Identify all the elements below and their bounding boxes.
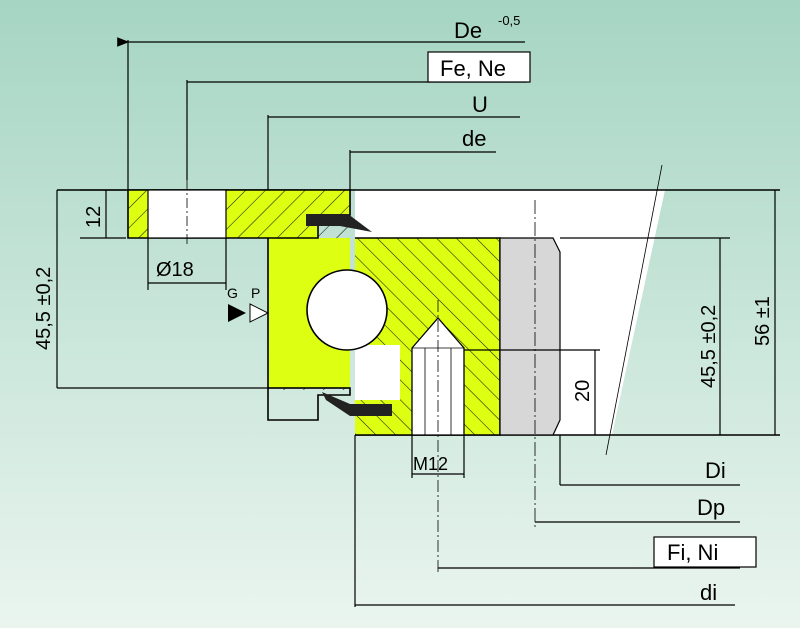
p-marker (249, 303, 270, 323)
seal-top (306, 214, 372, 232)
label-dim-56: 56 ±1 (752, 296, 774, 346)
label-de-outer: De (454, 18, 482, 43)
ball (306, 269, 388, 351)
seal-bottom (322, 392, 392, 416)
label-de-outer-tol: -0,5 (498, 13, 520, 28)
gear-edge-line (605, 164, 663, 456)
label-di-upper: Di (705, 458, 726, 483)
label-fe-ne: Fe, Ne (440, 56, 506, 81)
label-thread: M12 (413, 454, 448, 474)
label-dim-12: 12 (83, 206, 105, 228)
label-dim-20: 20 (572, 380, 594, 402)
spacer-zone (499, 237, 561, 436)
label-dp: Dp (697, 495, 725, 520)
label-hole-dia: Ø18 (156, 259, 194, 281)
fi-ni-box (653, 536, 757, 568)
label-dim-455-right: 45,5 ±0,2 (698, 305, 720, 388)
label-u: U (472, 92, 488, 117)
label-de: de (462, 126, 486, 151)
label-g: G (227, 285, 238, 301)
label-fi-ni: Fi, Ni (667, 540, 718, 565)
label-dim-455-left: 45,5 ±0,2 (33, 267, 55, 350)
label-di-lower: di (700, 580, 717, 605)
label-p: P (251, 285, 260, 301)
g-marker (228, 304, 246, 322)
fe-ne-box (427, 51, 531, 83)
